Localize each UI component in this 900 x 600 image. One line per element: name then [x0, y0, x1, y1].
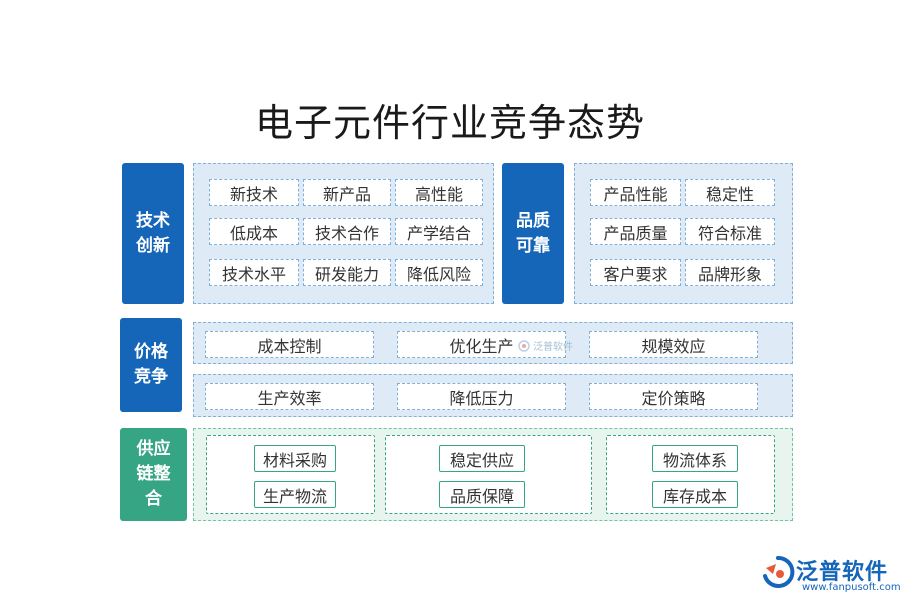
supply-item: 库存成本: [652, 481, 738, 508]
tech-item: 研发能力: [303, 259, 391, 286]
quality-item: 产品质量: [590, 218, 681, 245]
brand-logo: 泛普软件 www.fanpusoft.com: [758, 552, 900, 596]
tab-quality-reliability: 品质 可靠: [502, 163, 564, 304]
price-item: 成本控制: [205, 331, 374, 358]
price-item: 定价策略: [589, 383, 758, 410]
supply-group: 物流体系 库存成本: [606, 435, 775, 514]
brand-logo-name: 泛普软件: [796, 560, 889, 585]
tab-price-competition: 价格 竞争: [120, 318, 182, 412]
supply-item: 生产物流: [254, 481, 336, 508]
watermark-logo-icon: [518, 339, 530, 352]
tab-label: 技术: [136, 210, 170, 231]
tab-label: 创新: [136, 235, 170, 256]
quality-panel: 产品性能 稳定性 产品质量 符合标准 客户要求 品牌形象: [574, 163, 793, 304]
supply-item: 稳定供应: [439, 445, 525, 472]
quality-item: 稳定性: [685, 179, 775, 206]
tab-label: 链整: [136, 464, 171, 484]
tab-tech-innovation: 技术 创新: [122, 163, 184, 304]
tech-item: 低成本: [209, 218, 299, 245]
price-item: 优化生产: [397, 331, 566, 358]
tab-label: 供应: [136, 439, 171, 459]
supply-group: 材料采购 生产物流: [206, 435, 375, 514]
watermark-text: 泛普软件: [533, 342, 573, 353]
tech-panel: 新技术 新产品 高性能 低成本 技术合作 产学结合 技术水平 研发能力 降低风险: [193, 163, 494, 304]
supply-group: 稳定供应 品质保障: [385, 435, 592, 514]
quality-item: 客户要求: [590, 259, 681, 286]
quality-item: 品牌形象: [685, 259, 775, 286]
supply-panel: 材料采购 生产物流 稳定供应 品质保障 物流体系 库存成本: [193, 428, 793, 521]
brand-logo-icon: [763, 555, 795, 588]
tab-label: 品质: [516, 210, 550, 231]
tab-label: 可靠: [516, 235, 550, 256]
quality-item: 产品性能: [590, 179, 681, 206]
tech-item: 产学结合: [395, 218, 483, 245]
tab-supply-chain: 供应 链整 合: [120, 428, 187, 521]
tech-item: 新产品: [303, 179, 391, 206]
tech-item: 技术合作: [303, 218, 391, 245]
tech-item: 高性能: [395, 179, 483, 206]
price-item: 降低压力: [397, 383, 566, 410]
quality-item: 符合标准: [685, 218, 775, 245]
tab-label: 价格: [134, 342, 168, 362]
brand-logo-url: www.fanpusoft.com: [802, 582, 900, 593]
tech-item: 技术水平: [209, 259, 299, 286]
supply-item: 品质保障: [439, 481, 525, 508]
tab-label: 合: [145, 489, 162, 509]
price-panel-row2: 生产效率 降低压力 定价策略: [193, 374, 793, 417]
page-title: 电子元件行业竞争态势: [254, 101, 645, 145]
tech-item: 降低风险: [395, 259, 483, 286]
supply-item: 物流体系: [652, 445, 738, 472]
price-panel-row1: 成本控制 优化生产 规模效应: [193, 322, 793, 364]
watermark: 泛普软件: [518, 338, 573, 353]
tab-label: 竞争: [134, 367, 168, 387]
tech-item: 新技术: [209, 179, 299, 206]
price-item: 生产效率: [205, 383, 374, 410]
supply-item: 材料采购: [254, 445, 336, 472]
price-item: 规模效应: [589, 331, 758, 358]
